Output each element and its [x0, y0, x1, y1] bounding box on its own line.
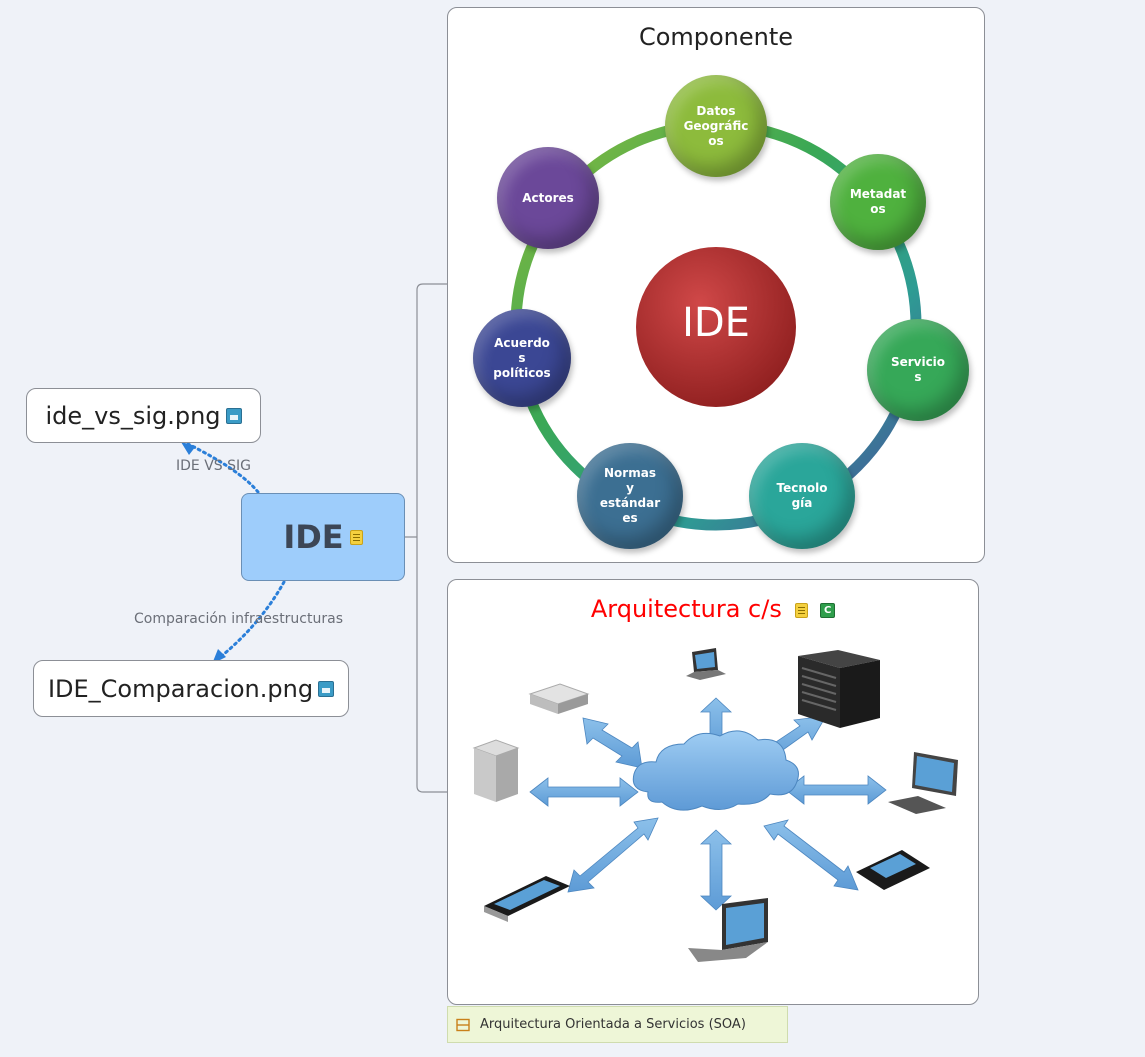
client-server-image: [462, 640, 966, 990]
hub-circle: [636, 247, 796, 407]
topic-title: Arquitectura c/s: [590, 595, 782, 623]
topic-label-tag[interactable]: Arquitectura Orientada a Servicios (SOA): [447, 1006, 788, 1043]
topic-title-row: Arquitectura c/s C: [448, 595, 978, 623]
comment-icon[interactable]: C: [820, 602, 836, 618]
component-label: Actores: [522, 190, 574, 205]
component-label: Datos Geográfic os: [683, 103, 749, 148]
component-circle: Tecnolo gía: [749, 443, 855, 549]
label-tag-text: Arquitectura Orientada a Servicios (SOA): [480, 1017, 746, 1032]
topic-arquitectura[interactable]: Arquitectura c/s C: [447, 579, 979, 1005]
relationship-label[interactable]: Comparación infraestructuras: [134, 611, 343, 627]
topic-title: Componente: [638, 23, 794, 51]
image-icon[interactable]: [318, 680, 335, 697]
topic-label: IDE_Comparacion.png: [47, 674, 314, 703]
component-label: Servicio s: [890, 355, 946, 384]
component-label: Tecnolo gía: [776, 481, 828, 510]
component-circle: Actores: [497, 147, 599, 249]
image-icon[interactable]: [225, 407, 242, 424]
relationship-line-comparacion: [216, 580, 286, 661]
component-circle: Datos Geográfic os: [665, 75, 767, 177]
component-label: Metadat os: [849, 187, 907, 216]
component-circle: Normas y estándar es: [577, 443, 683, 549]
central-topic[interactable]: IDE: [241, 493, 405, 581]
relationship-label[interactable]: IDE VS SIG: [176, 458, 251, 474]
label-icon: [456, 1018, 470, 1031]
component-label: Acuerdo s políticos: [493, 335, 551, 380]
component-label: Normas y estándar es: [599, 466, 661, 525]
topic-ide-comparacion[interactable]: IDE_Comparacion.png: [33, 660, 349, 717]
relationship-arrowhead: [181, 442, 196, 455]
topic-componente[interactable]: Componente IDE Datos Geográfic os Metadat…: [447, 7, 985, 563]
central-topic-label: IDE: [283, 518, 344, 556]
topic-label: ide_vs_sig.png: [45, 401, 221, 430]
component-circle: Acuerdo s políticos: [473, 309, 571, 407]
note-icon[interactable]: [349, 529, 363, 545]
branch-line: [405, 283, 447, 793]
relationship-line-ide-vs-sig: [186, 442, 260, 494]
component-circle: Servicio s: [867, 319, 969, 421]
topic-ide-vs-sig[interactable]: ide_vs_sig.png: [26, 388, 261, 443]
hub-label: IDE: [682, 300, 750, 346]
component-circle: Metadat os: [830, 154, 926, 250]
note-icon[interactable]: [795, 602, 809, 618]
